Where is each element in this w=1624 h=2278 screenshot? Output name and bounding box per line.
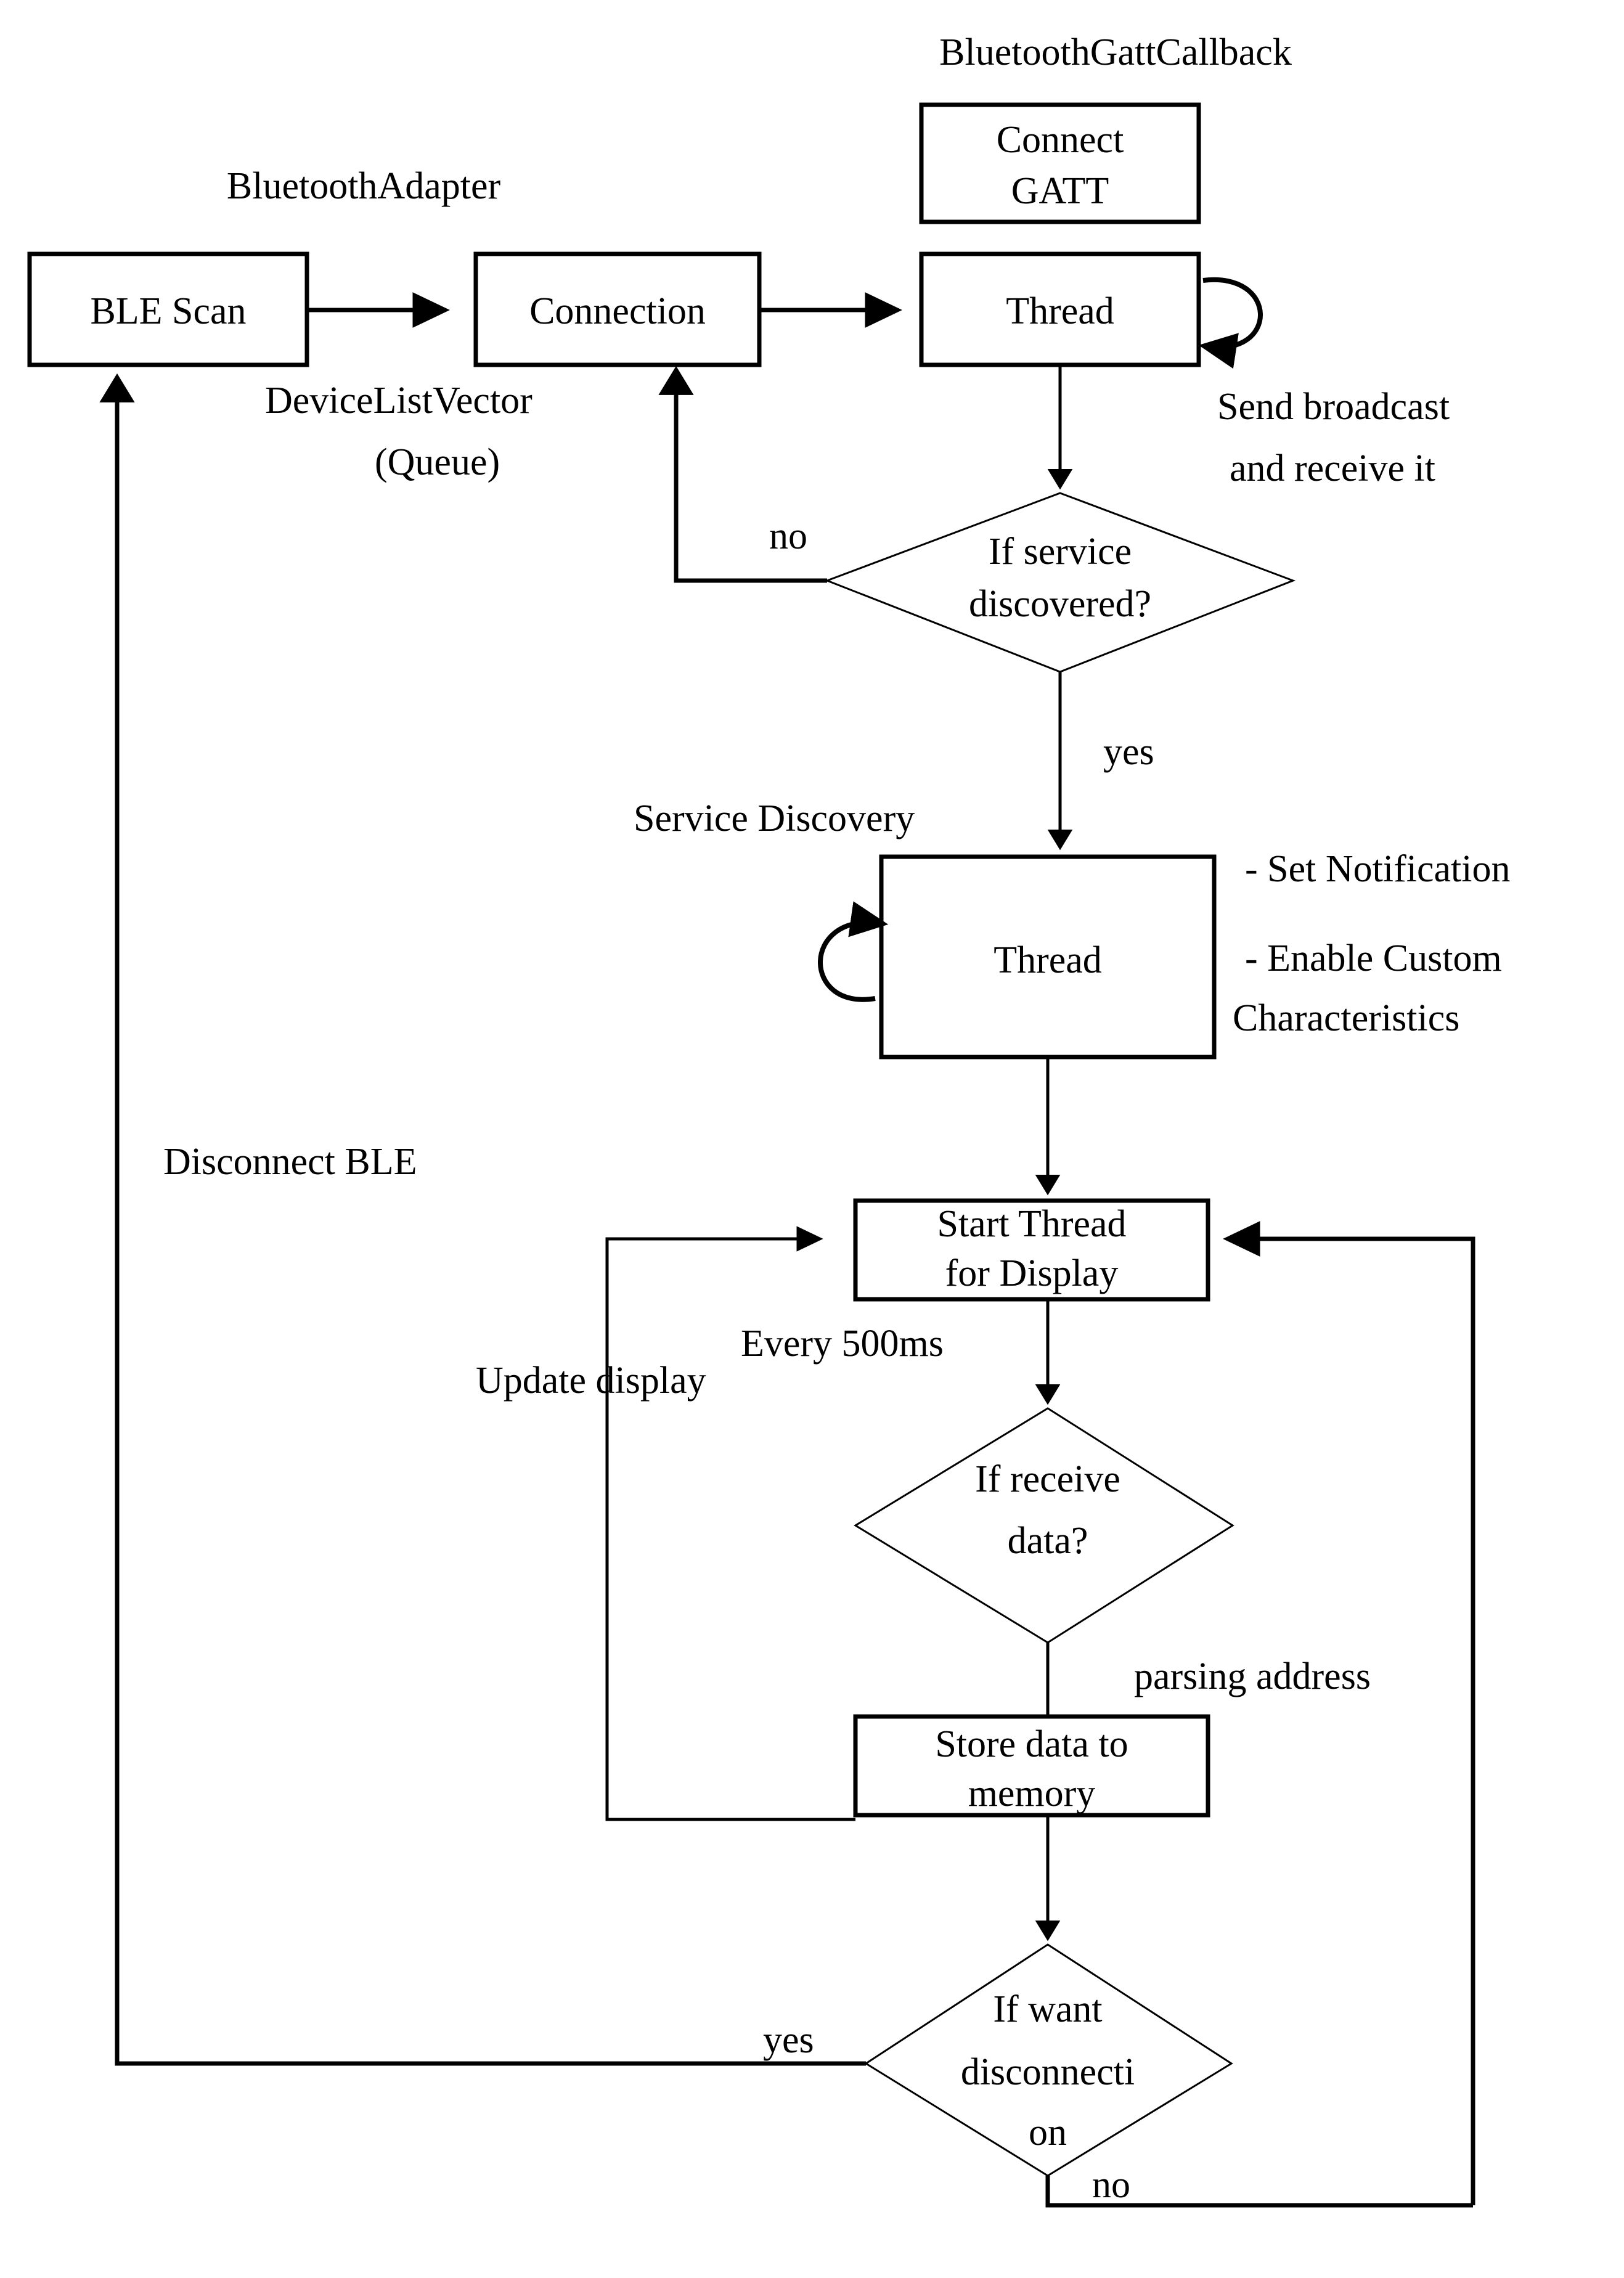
edge-label-enable-custom-line2: Characteristics <box>1233 997 1459 1039</box>
node-start-thread-for-display[interactable] <box>853 1198 1210 1302</box>
edge-label-enable-custom-line1: - Enable Custom <box>1245 937 1502 979</box>
node-start-thread-label-line1: Start Thread <box>937 1203 1126 1245</box>
edge-disconnect-no-to-right-column <box>1045 2176 1473 2208</box>
edge-label-service-discovery: Service Discovery <box>634 798 915 839</box>
node-if-want-disconnection-label-line1: If want <box>993 1988 1102 2030</box>
node-connect-gatt[interactable] <box>919 102 1201 224</box>
node-if-want-disconnection-label-line2: disconnecti <box>961 2051 1135 2093</box>
node-ble-scan[interactable] <box>27 251 309 367</box>
edge-label-every-500ms: Every 500ms <box>741 1323 944 1365</box>
edge-disconnect-yes-to-ble-scan <box>99 373 866 2066</box>
edge-label-service-no: no <box>769 515 807 557</box>
node-if-receive-data-label-line2: data? <box>1008 1520 1088 1562</box>
edge-label-send-broadcast-line2: and receive it <box>1230 447 1435 489</box>
node-connection-label: Connection <box>529 290 706 332</box>
edge-parsing-address-feedback <box>1223 1221 1475 2205</box>
node-thread-top-label: Thread <box>1006 290 1114 332</box>
node-if-receive-data-label-line1: If receive <box>975 1458 1120 1500</box>
node-store-data-to-memory[interactable] <box>853 1714 1210 1818</box>
group-label-bluetooth-gatt-callback: BluetoothGattCallback <box>939 31 1292 73</box>
edge-label-update-display: Update display <box>476 1360 706 1402</box>
node-connect-gatt-label-line1: Connect <box>997 119 1124 161</box>
edge-label-set-notification: - Set Notification <box>1245 848 1510 890</box>
edge-label-device-list-vector-line1: DeviceListVector <box>265 380 532 422</box>
node-if-service-discovered-label-line2: discovered? <box>969 583 1151 625</box>
edge-label-service-yes: yes <box>1103 731 1154 773</box>
node-connect-gatt-label-line2: GATT <box>1011 170 1109 212</box>
node-if-service-discovered[interactable] <box>824 492 1296 673</box>
node-if-service-discovered-label-line1: If service <box>989 531 1132 573</box>
node-connection[interactable] <box>473 251 762 367</box>
node-thread-service[interactable] <box>879 854 1217 1059</box>
node-thread-service-label: Thread <box>994 939 1102 981</box>
node-ble-scan-label: BLE Scan <box>90 290 246 332</box>
edge-label-disconnect-yes: yes <box>763 2019 814 2061</box>
edge-update-display-feedback <box>605 1226 855 1821</box>
node-store-data-label-line1: Store data to <box>935 1723 1128 1765</box>
edge-label-parsing-address: parsing address <box>1134 1655 1371 1697</box>
edge-label-device-list-vector-line2: (Queue) <box>375 441 500 483</box>
edge-thread-service-self-loop <box>818 901 889 1002</box>
edge-label-disconnect-no: no <box>1092 2164 1130 2206</box>
node-if-want-disconnection-label-line3: on <box>1029 2112 1067 2153</box>
edge-label-send-broadcast-line1: Send broadcast <box>1217 386 1450 428</box>
node-thread-top[interactable] <box>919 251 1201 367</box>
edge-service-no-to-connection <box>658 365 827 583</box>
node-store-data-label-line2: memory <box>968 1773 1096 1815</box>
node-start-thread-label-line2: for Display <box>945 1252 1119 1294</box>
edge-thread-top-self-loop <box>1198 277 1263 369</box>
edge-label-disconnect-ble: Disconnect BLE <box>163 1141 417 1183</box>
group-label-bluetooth-adapter: BluetoothAdapter <box>227 165 501 207</box>
